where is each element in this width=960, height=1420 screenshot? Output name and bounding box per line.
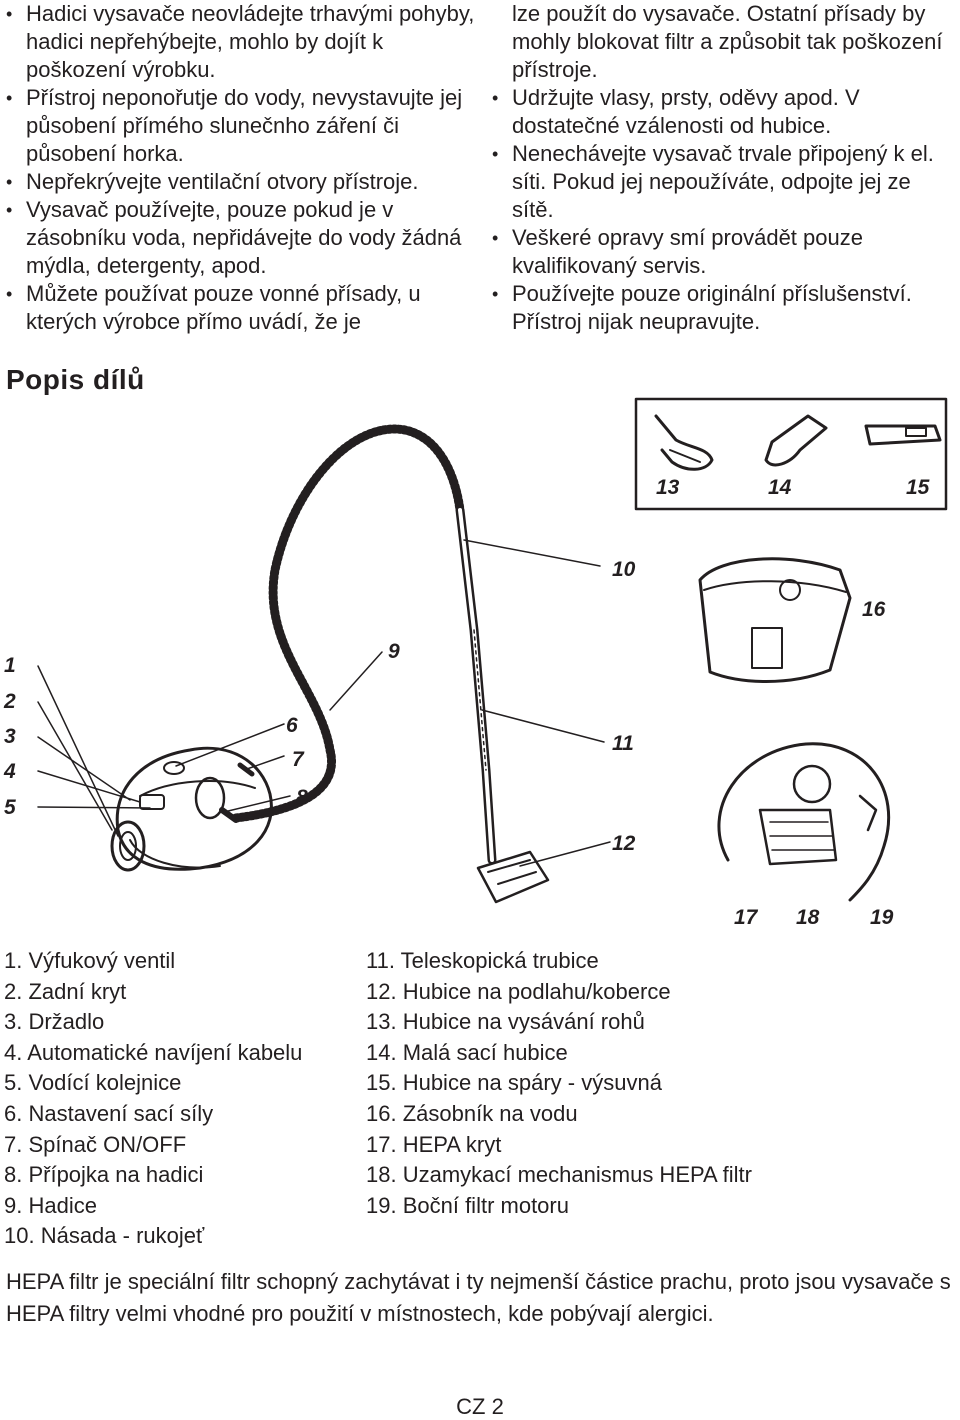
warnings-list-left: Hadici vysavače neovládejte trhavými poh… bbox=[6, 0, 476, 336]
callout-2: 2 bbox=[3, 690, 16, 713]
warnings-list-right: Udržujte vlasy, prsty, oděvy apod. V dos… bbox=[492, 84, 954, 336]
callout-14: 14 bbox=[768, 476, 792, 499]
part-item: 12. Hubice na podlahu/koberce bbox=[366, 978, 671, 1004]
section-title: Popis dílů bbox=[6, 364, 145, 395]
part-item: 14. Malá sací hubice bbox=[366, 1039, 568, 1065]
warning-item: Udržujte vlasy, prsty, oděvy apod. V dos… bbox=[492, 84, 954, 140]
part-item: 19. Boční filtr motoru bbox=[366, 1192, 569, 1218]
callout-1: 1 bbox=[4, 654, 16, 677]
callout-3: 3 bbox=[4, 725, 16, 748]
part-item: 9. Hadice bbox=[4, 1192, 97, 1218]
part-item: 4. Automatické navíjení kabelu bbox=[4, 1039, 303, 1065]
callout-8: 8 bbox=[296, 786, 308, 809]
warning-item: Nenechávejte vysavač trvale připojený k … bbox=[492, 140, 954, 224]
part-item: 8. Přípojka na hadici bbox=[4, 1162, 204, 1188]
warning-item: Můžete používat pouze vonné přísady, u k… bbox=[6, 280, 476, 336]
parts-list-left: 1. Výfukový ventil 2. Zadní kryt 3. Drža… bbox=[4, 946, 302, 1252]
warning-item: Přístroj neponořutje do vody, nevystavuj… bbox=[6, 84, 476, 168]
parts-diagram-svg: 1 2 3 4 5 6 7 8 9 10 11 12 13 14 15 16 1… bbox=[3, 397, 948, 929]
part-item: 11. Teleskopická trubice bbox=[366, 948, 599, 973]
part-item: 17. HEPA kryt bbox=[366, 1131, 502, 1157]
part-item: 6. Nastavení sací síly bbox=[4, 1100, 214, 1126]
callout-10: 10 bbox=[612, 558, 636, 581]
callout-7: 7 bbox=[292, 748, 305, 771]
callout-11: 11 bbox=[612, 732, 634, 755]
part-item: 18. Uzamykací mechanismus HEPA filtr bbox=[366, 1162, 752, 1188]
parts-diagram: 1 2 3 4 5 6 7 8 9 10 11 12 13 14 15 16 1… bbox=[0, 390, 960, 940]
warning-item: Používejte pouze originální příslušenstv… bbox=[492, 280, 954, 336]
hepa-note: HEPA filtr je speciální filtr schopný za… bbox=[6, 1269, 951, 1326]
callout-6: 6 bbox=[286, 714, 298, 737]
part-item: 15. Hubice na spáry - výsuvná bbox=[366, 1070, 662, 1096]
part-item: 7. Spínač ON/OFF bbox=[4, 1131, 187, 1157]
warning-item: Nepřekrývejte ventilační otvory přístroj… bbox=[6, 168, 476, 196]
page-number: CZ 2 bbox=[456, 1394, 504, 1419]
callout-15: 15 bbox=[906, 476, 930, 499]
callout-9: 9 bbox=[388, 640, 400, 663]
part-item: 2. Zadní kryt bbox=[4, 978, 127, 1004]
callout-13: 13 bbox=[656, 476, 680, 499]
part-item: 10. Násada - rukojeť bbox=[4, 1223, 205, 1249]
warning-item: Hadici vysavače neovládejte trhavými poh… bbox=[6, 0, 476, 84]
callout-19: 19 bbox=[870, 906, 894, 929]
warning-item: Veškeré opravy smí provádět pouze kvalif… bbox=[492, 224, 954, 280]
accessories-box bbox=[634, 397, 948, 511]
leader-lines bbox=[37, 539, 611, 867]
part-item: 13. Hubice na vysávání rohů bbox=[366, 1009, 645, 1035]
callout-5: 5 bbox=[4, 796, 16, 819]
warnings-left-column: Hadici vysavače neovládejte trhavými poh… bbox=[6, 0, 476, 336]
part-item: 1. Výfukový ventil bbox=[4, 948, 176, 973]
part-item: 16. Zásobník na vodu bbox=[366, 1100, 578, 1126]
water-tank-illustration bbox=[698, 557, 852, 683]
part-item: 3. Držadlo bbox=[4, 1009, 105, 1035]
callout-12: 12 bbox=[612, 832, 636, 855]
callout-4: 4 bbox=[3, 760, 16, 783]
hepa-detail-circle bbox=[717, 742, 890, 902]
callout-17: 17 bbox=[734, 906, 759, 929]
callout-16: 16 bbox=[862, 598, 886, 621]
warnings-right-column: lze použít do vysavače. Ostatní přísady … bbox=[492, 0, 954, 336]
parts-list-right: 11. Teleskopická trubice 12. Hubice na p… bbox=[366, 946, 752, 1221]
warning-item: Vysavač používejte, pouze pokud je v zás… bbox=[6, 196, 476, 280]
vacuum-cleaner-illustration bbox=[110, 424, 550, 904]
warning-continuation: lze použít do vysavače. Ostatní přísady … bbox=[512, 1, 943, 82]
callout-18: 18 bbox=[796, 906, 820, 929]
part-item: 5. Vodící kolejnice bbox=[4, 1070, 182, 1096]
